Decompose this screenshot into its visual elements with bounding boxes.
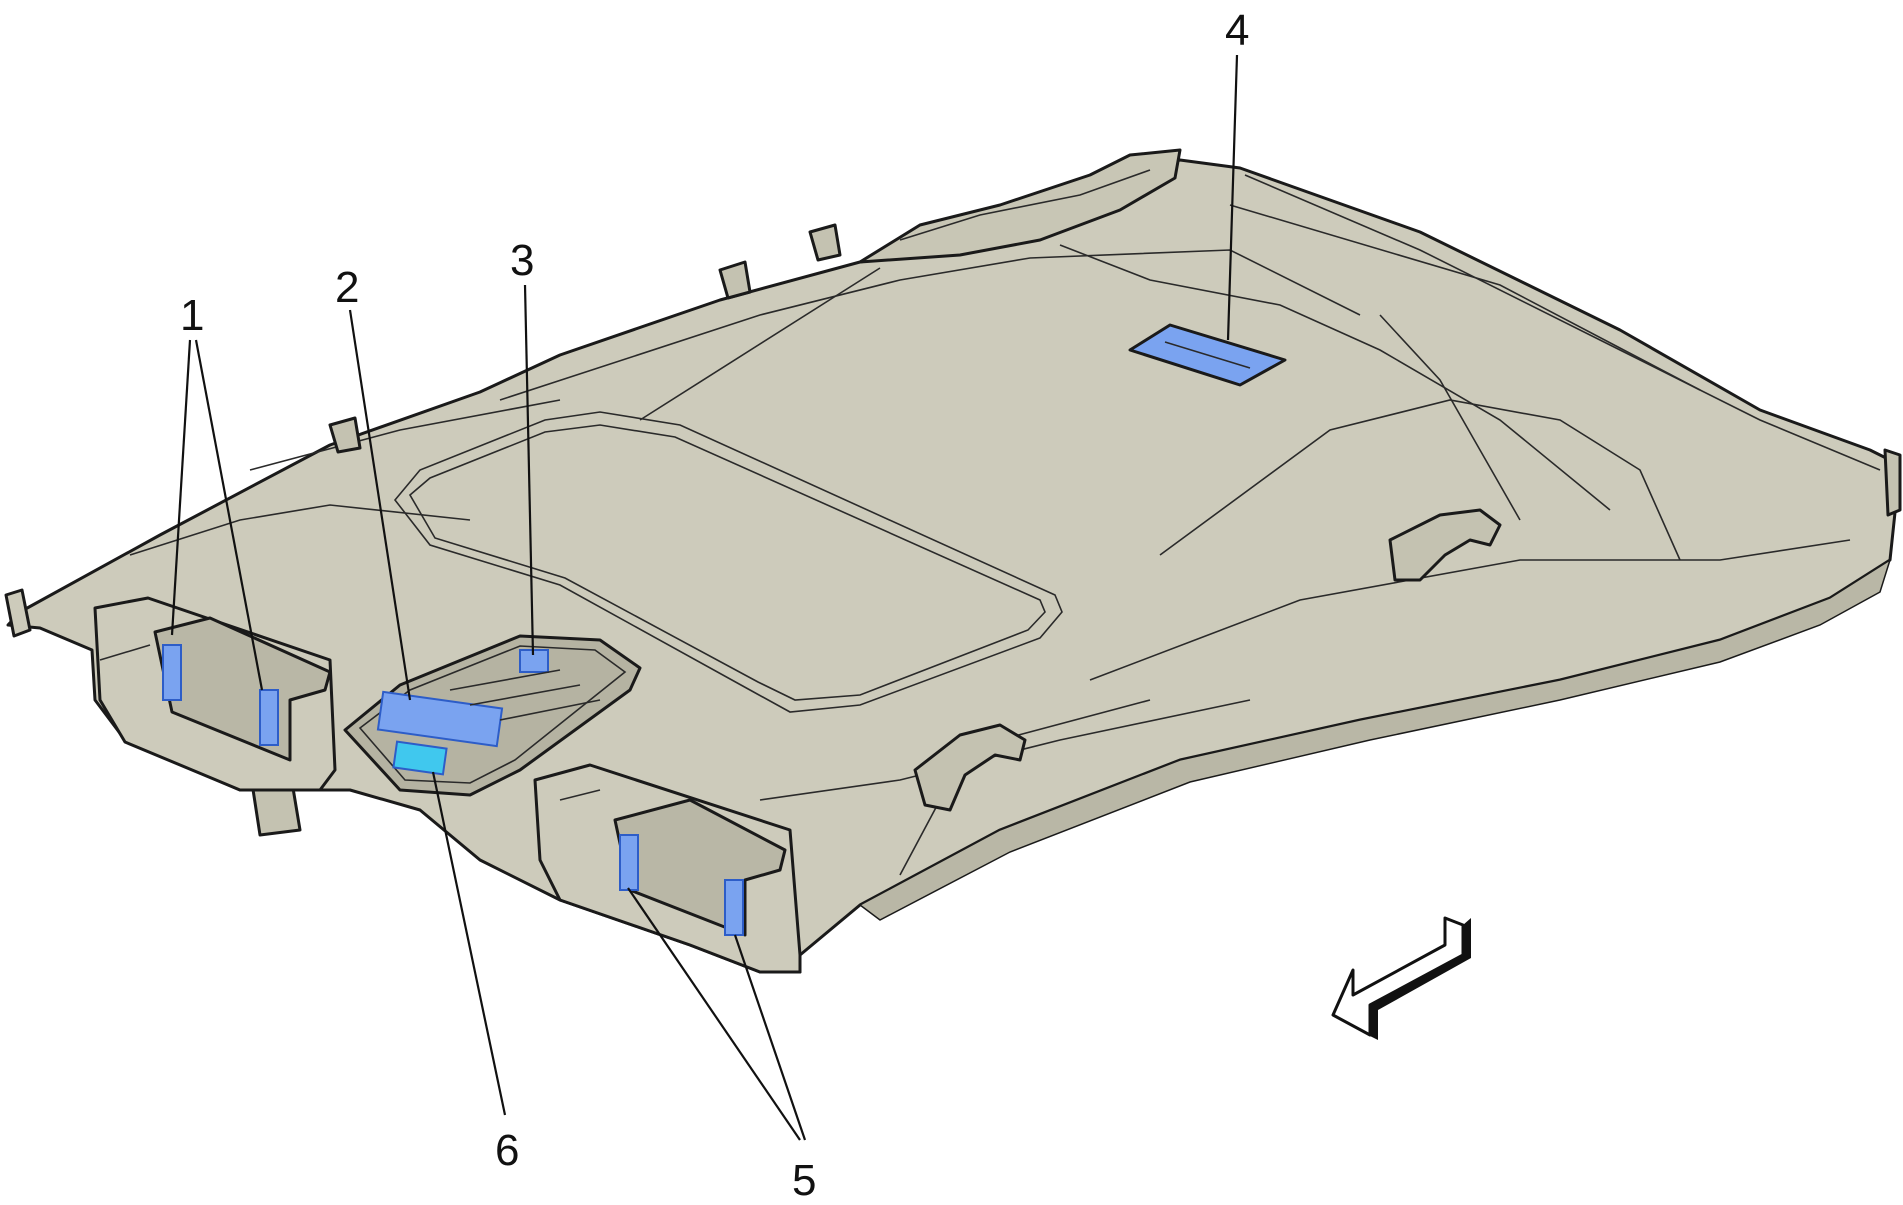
roof-contour-6 [1244, 174, 1881, 471]
roof-contour-2 [639, 267, 881, 421]
sunvisor-right-hinge [559, 789, 601, 801]
overhead-console-detail [449, 669, 601, 721]
rear-tab-left [4, 588, 32, 638]
callout-6: 6 [495, 1126, 519, 1175]
roof-contour-8 [1089, 539, 1851, 681]
callout-2: 2 [335, 263, 359, 312]
roof-contour-5 [1379, 314, 1521, 521]
headliner-panel [4, 148, 1902, 974]
callout-1: 1 [180, 291, 204, 340]
callout-3: 3 [510, 236, 534, 285]
overhead-lamp-switch [392, 740, 448, 776]
sunvisor-left [93, 596, 337, 792]
rear-clip-right [328, 416, 362, 454]
vanity-lamp-left-a [162, 644, 182, 701]
rear-bulge-detail [899, 169, 1151, 241]
callout-5: 5 [792, 1156, 816, 1205]
overhead-lamp-small [519, 649, 549, 673]
leader-3 [523, 284, 535, 656]
roof-contour-11 [249, 399, 561, 471]
sunroof-opening [408, 424, 1046, 701]
vanity-lamp-right-a [619, 834, 639, 891]
rear-dome-lamp [1128, 323, 1287, 387]
callout-4: 4 [1225, 6, 1249, 55]
vanity-mirror-left [153, 616, 332, 762]
leader-5b [733, 934, 807, 1141]
headliner-shell [6, 158, 1902, 974]
rear-clip-left [718, 260, 752, 300]
headliner-edge-shadow [858, 558, 1892, 921]
leader-2 [348, 309, 412, 701]
leader-5a [627, 887, 801, 1141]
roof-contour-7 [1229, 204, 1701, 391]
rear-spoiler-bulge [858, 148, 1182, 264]
overhead-console [343, 634, 642, 797]
overhead-console-bezel [358, 645, 627, 784]
vanity-lamp-right-b [724, 879, 744, 936]
grab-handle-right-rear [1388, 508, 1502, 582]
sunvisor-left-hinge [99, 644, 151, 661]
vanity-lamp-left-b [259, 689, 279, 746]
leader-1a [170, 339, 192, 636]
callout-labels: 1 2 3 4 5 6 [180, 6, 1249, 1205]
sunroof-recess-outer [393, 411, 1063, 713]
side-tab-right [1883, 448, 1902, 517]
leader-6 [431, 771, 507, 1116]
sunvisor-right [533, 763, 802, 974]
leader-lines [170, 54, 1239, 1141]
leader-4 [1226, 54, 1239, 341]
roof-contour-4 [1059, 244, 1611, 511]
rear-clip-mid [808, 223, 842, 262]
direction-arrow-body [1331, 916, 1465, 1037]
roof-contour-3 [1159, 399, 1681, 561]
leader-1b [194, 339, 264, 691]
grab-handle-right-front [913, 723, 1027, 812]
dome-lamp-detail [1164, 341, 1251, 369]
direction-arrow-icon [1331, 916, 1471, 1040]
roof-contour-12 [129, 504, 471, 556]
roof-contour-1 [499, 249, 1361, 401]
